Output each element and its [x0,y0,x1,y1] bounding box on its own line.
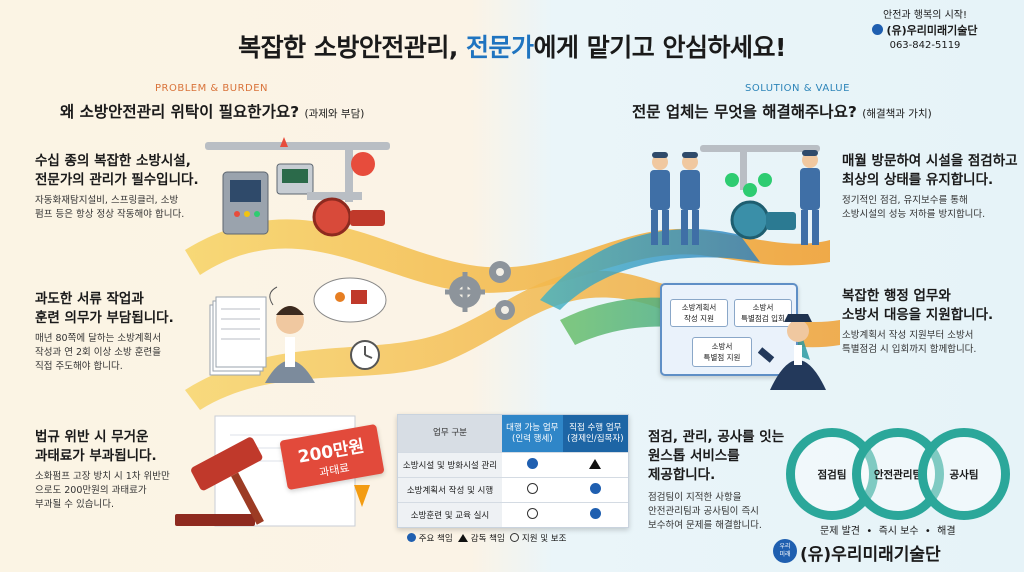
left-item-1: 수십 종의 복잡한 소방시설, 전문가의 관리가 필수입니다. 자동화재탐지설비… [35,152,215,222]
triangle-icon [589,458,602,469]
left-item-1-head: 수십 종의 복잡한 소방시설, 전문가의 관리가 필수입니다. [35,153,199,188]
title-text-pre: 복잡한 소방안전관리, [238,33,467,62]
table-row: 소방계획서 작성 및 시행 [398,477,628,503]
service-clipboard: 소방계획서 작성 지원 소방서 특별점검 입회 소방서 특별점 지원 [660,283,798,376]
table-header-direct: 직접 수행 업무 (경제인/집목자) [562,415,628,453]
table-row: 소방훈련 및 교육 실시 [398,502,628,527]
left-question: 왜 소방안전관리 위탁이 필요한가요? (과제와 부담) [60,100,364,122]
table-legend: 주요 책임 감독 책임 지원 및 보조 [407,532,566,544]
stressed-worker-illustration [209,277,387,383]
table-row-label: 소방시설 및 방화시설 관리 [398,452,502,478]
right-item-2-head: 복잡한 행정 업무와 소방서 대응을 지원합니다. [842,288,994,323]
legend-supervise: 감독 책임 [470,534,505,544]
title-highlight: 전문가 [466,33,534,62]
clipboard-item-support: 소방서 특별점 지원 [692,337,752,367]
left-tag: PROBLEM & BURDEN [155,83,269,94]
table-row: 소방시설 및 방화시설 관리 [398,452,628,478]
officer-illustration [758,314,826,390]
left-item-3-body: 소화펌프 고장 방치 시 1차 위반만 으로도 200만원의 과태료가 부과될 … [35,471,170,510]
filled-circle-icon [526,458,538,470]
left-item-2-body: 매년 80쪽에 달하는 소방계획서 작성과 연 2회 이상 소방 훈련을 직접 … [35,333,162,372]
clipboard-item-plan: 소방계획서 작성 지원 [670,299,728,327]
filled-circle-icon [589,508,601,520]
gears-icon [445,261,515,320]
right-item-3-body: 점검팀이 지적한 사항을 안전관리팀과 공사팀이 즉시 보수하여 문제를 해결합… [648,492,762,531]
right-item-3-head: 점검, 관리, 공사를 잇는 원스톱 서비스를 제공합니다. [648,429,785,483]
fire-equipment-illustration [205,137,390,237]
right-item-1-head: 매월 방문하여 시설을 점검하고 최상의 상태를 유지합니다. [842,153,1018,188]
open-circle-icon [526,508,538,520]
team-caption: 문제 발견 • 즉시 보수 • 해결 [820,526,956,537]
right-item-3: 점검, 관리, 공사를 잇는 원스톱 서비스를 제공합니다. 점검팀이 지적한 … [648,428,798,533]
table-header-row: 업무 구분 대행 가능 업무 (인력 행세) 직접 수행 업무 (경제인/집목자… [398,415,628,453]
left-item-2-head: 과도한 서류 작업과 훈련 의무가 부담됩니다. [35,291,174,326]
fire-alarm-icon [351,152,375,176]
page-title: 복잡한 소방안전관리, 전문가에게 맡기고 안심하세요! [0,28,1024,64]
filled-circle-icon [589,483,601,495]
legend-primary: 주요 책임 [418,534,453,544]
team-construction-label: 공사팀 [949,468,979,481]
triangle-icon [458,533,469,542]
check-icon [743,183,757,197]
right-question: 전문 업체는 무엇을 해결해주나요? (해결책과 가치) [632,100,932,122]
left-item-1-body: 자동화재탐지설비, 스프링클러, 소방 펌프 등은 항상 정상 작동해야 합니다… [35,195,185,220]
left-item-3-head: 법규 위반 시 무거운 과태료가 부과됩니다. [35,429,157,464]
footer-brand: (유)우리미래기술단 [800,545,941,565]
team-ring-construction: 공사팀 [918,428,1010,520]
table-header-agency: 대행 가능 업무 (인력 행세) [502,415,563,453]
team-safety-label: 안전관리팀 [873,468,923,481]
right-item-1-body: 정기적인 점검, 유지보수를 통해 소방시설의 성능 저하를 방지합니다. [842,195,986,220]
contact-box: 안전과 행복의 시작! (유)우리미래기술단 063-842-5119 [840,8,1010,53]
company-logo-icon [872,24,884,35]
title-text-post: 에게 맡기고 안심하세요! [533,33,787,62]
contact-slogan: 안전과 행복의 시작! [883,10,967,21]
left-item-2: 과도한 서류 작업과 훈련 의무가 부담됩니다. 매년 80쪽에 달하는 소방계… [35,290,215,374]
contact-phone[interactable]: 063-842-5119 [889,40,961,51]
right-question-sub: (해결책과 가치) [862,108,932,120]
team-inspection-label: 점검팀 [817,468,847,481]
technicians-illustration [650,145,820,245]
check-icon [758,173,772,187]
right-item-2: 복잡한 행정 업무와 소방서 대응을 지원합니다. 소방계획서 작성 지원부터 … [842,287,1020,357]
filled-circle-icon [407,533,416,542]
table-header-category: 업무 구분 [398,415,502,453]
right-question-text: 전문 업체는 무엇을 해결해주나요? [632,103,857,121]
open-circle-icon [526,483,538,495]
company-logo-icon: 우리 미래 [773,539,797,563]
check-icon [725,173,739,187]
right-item-2-body: 소방계획서 작성 지원부터 소방서 특별점검 시 입회까지 함께합니다. [842,330,977,355]
left-item-3: 법규 위반 시 무거운 과태료가 부과됩니다. 소화펌프 고장 방치 시 1차 … [35,428,215,512]
team-ring-inspection: 점검팀 [786,428,878,520]
left-question-text: 왜 소방안전관리 위탁이 필요한가요? [60,103,300,121]
table-row-label: 소방훈련 및 교육 실시 [398,502,502,527]
clipboard-item-inspection: 소방서 특별점검 입회 [734,299,792,327]
legend-support: 지원 및 보조 [521,534,567,544]
contact-company: (유)우리미래기술단 [886,24,978,37]
table-row-label: 소방계획서 작성 및 시행 [398,477,502,503]
right-item-1: 매월 방문하여 시설을 점검하고 최상의 상태를 유지합니다. 정기적인 점검,… [842,152,1020,222]
responsibility-table: 업무 구분 대행 가능 업무 (인력 행세) 직접 수행 업무 (경제인/집목자… [397,414,629,528]
left-question-sub: (과제와 부담) [304,108,365,120]
right-tag: SOLUTION & VALUE [745,83,850,94]
open-circle-icon [510,533,520,542]
ribbon-right-top [540,228,760,310]
